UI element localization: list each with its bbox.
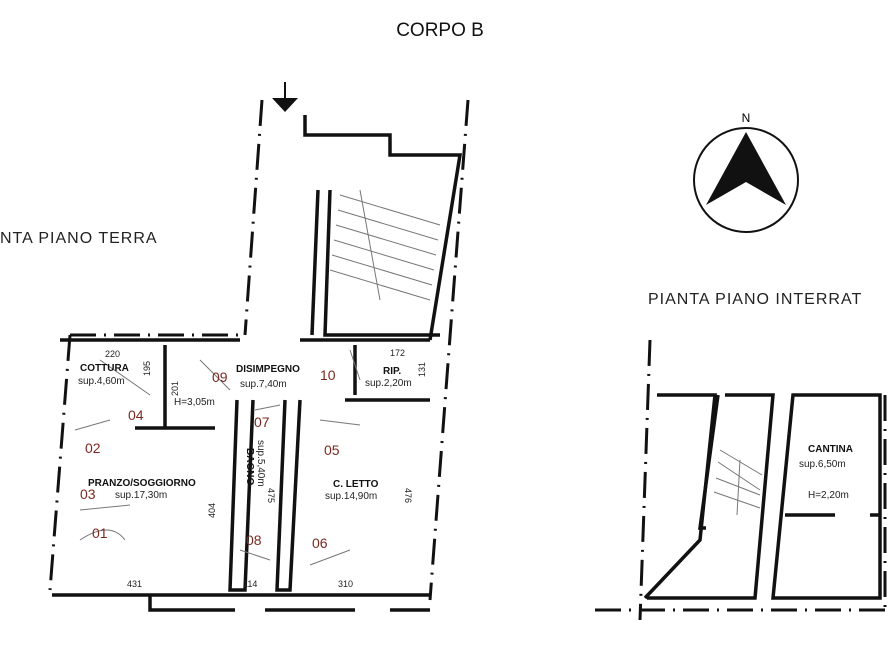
room-name-rip: RIP. xyxy=(383,366,401,377)
room-sup-cantina: sup.6,50m xyxy=(799,459,846,470)
room-name-disimpegno: DISIMPEGNO xyxy=(236,364,300,375)
room-name-cottura: COTTURA xyxy=(80,363,129,374)
room-name-pranzo: PRANZO/SOGGIORNO xyxy=(88,478,196,489)
room-sup-bagno: sup.5,40m xyxy=(255,440,266,487)
room-sup-cottura: sup.4,60m xyxy=(78,376,125,387)
plan-label-ground: NTA PIANO TERRA xyxy=(0,230,158,247)
room-name-bagno: BAGNO xyxy=(244,448,255,485)
dimension: 131 xyxy=(417,362,427,377)
marker-08: 08 xyxy=(246,532,262,548)
room-name-letto: C. LETTO xyxy=(333,479,379,490)
room-sup-disimpegno: sup.7,40m xyxy=(240,379,287,390)
dimension: 475 xyxy=(266,488,276,503)
marker-04: 04 xyxy=(128,407,144,423)
marker-07: 07 xyxy=(254,414,270,430)
marker-06: 06 xyxy=(312,535,328,551)
marker-01: 01 xyxy=(92,525,108,541)
room-name-cantina: CANTINA xyxy=(808,444,853,455)
dimension: 172 xyxy=(390,348,405,358)
title: CORPO B xyxy=(396,20,484,41)
dimension: 195 xyxy=(142,361,152,376)
dimension: 431 xyxy=(127,579,142,589)
compass-label: N xyxy=(742,111,751,125)
plan-label-basement: PIANTA PIANO INTERRAT xyxy=(648,291,862,308)
dimension: 114 xyxy=(243,579,257,589)
dimension: 476 xyxy=(403,488,413,503)
dimension: 220 xyxy=(105,349,120,359)
dimension: 201 xyxy=(170,381,180,396)
room-height-cantina: H=2,20m xyxy=(808,490,849,501)
room-height-disimpegno: H=3,05m xyxy=(174,397,215,408)
entrance-arrow-icon xyxy=(272,82,298,112)
marker-02: 02 xyxy=(85,440,101,456)
door-swings xyxy=(74,349,361,566)
north-arrow-icon: N xyxy=(693,111,799,233)
marker-05: 05 xyxy=(324,442,340,458)
room-sup-rip: sup.2,20m xyxy=(365,378,412,389)
basement-walls xyxy=(595,339,887,621)
room-sup-pranzo: sup.17,30m xyxy=(115,490,167,501)
dimension: 404 xyxy=(207,503,217,518)
marker-10: 10 xyxy=(320,367,336,383)
room-sup-letto: sup.14,90m xyxy=(325,491,377,502)
marker-09: 09 xyxy=(212,369,228,385)
ground-floor-walls xyxy=(48,99,470,612)
dimension: 310 xyxy=(338,579,353,589)
marker-03: 03 xyxy=(80,486,96,502)
